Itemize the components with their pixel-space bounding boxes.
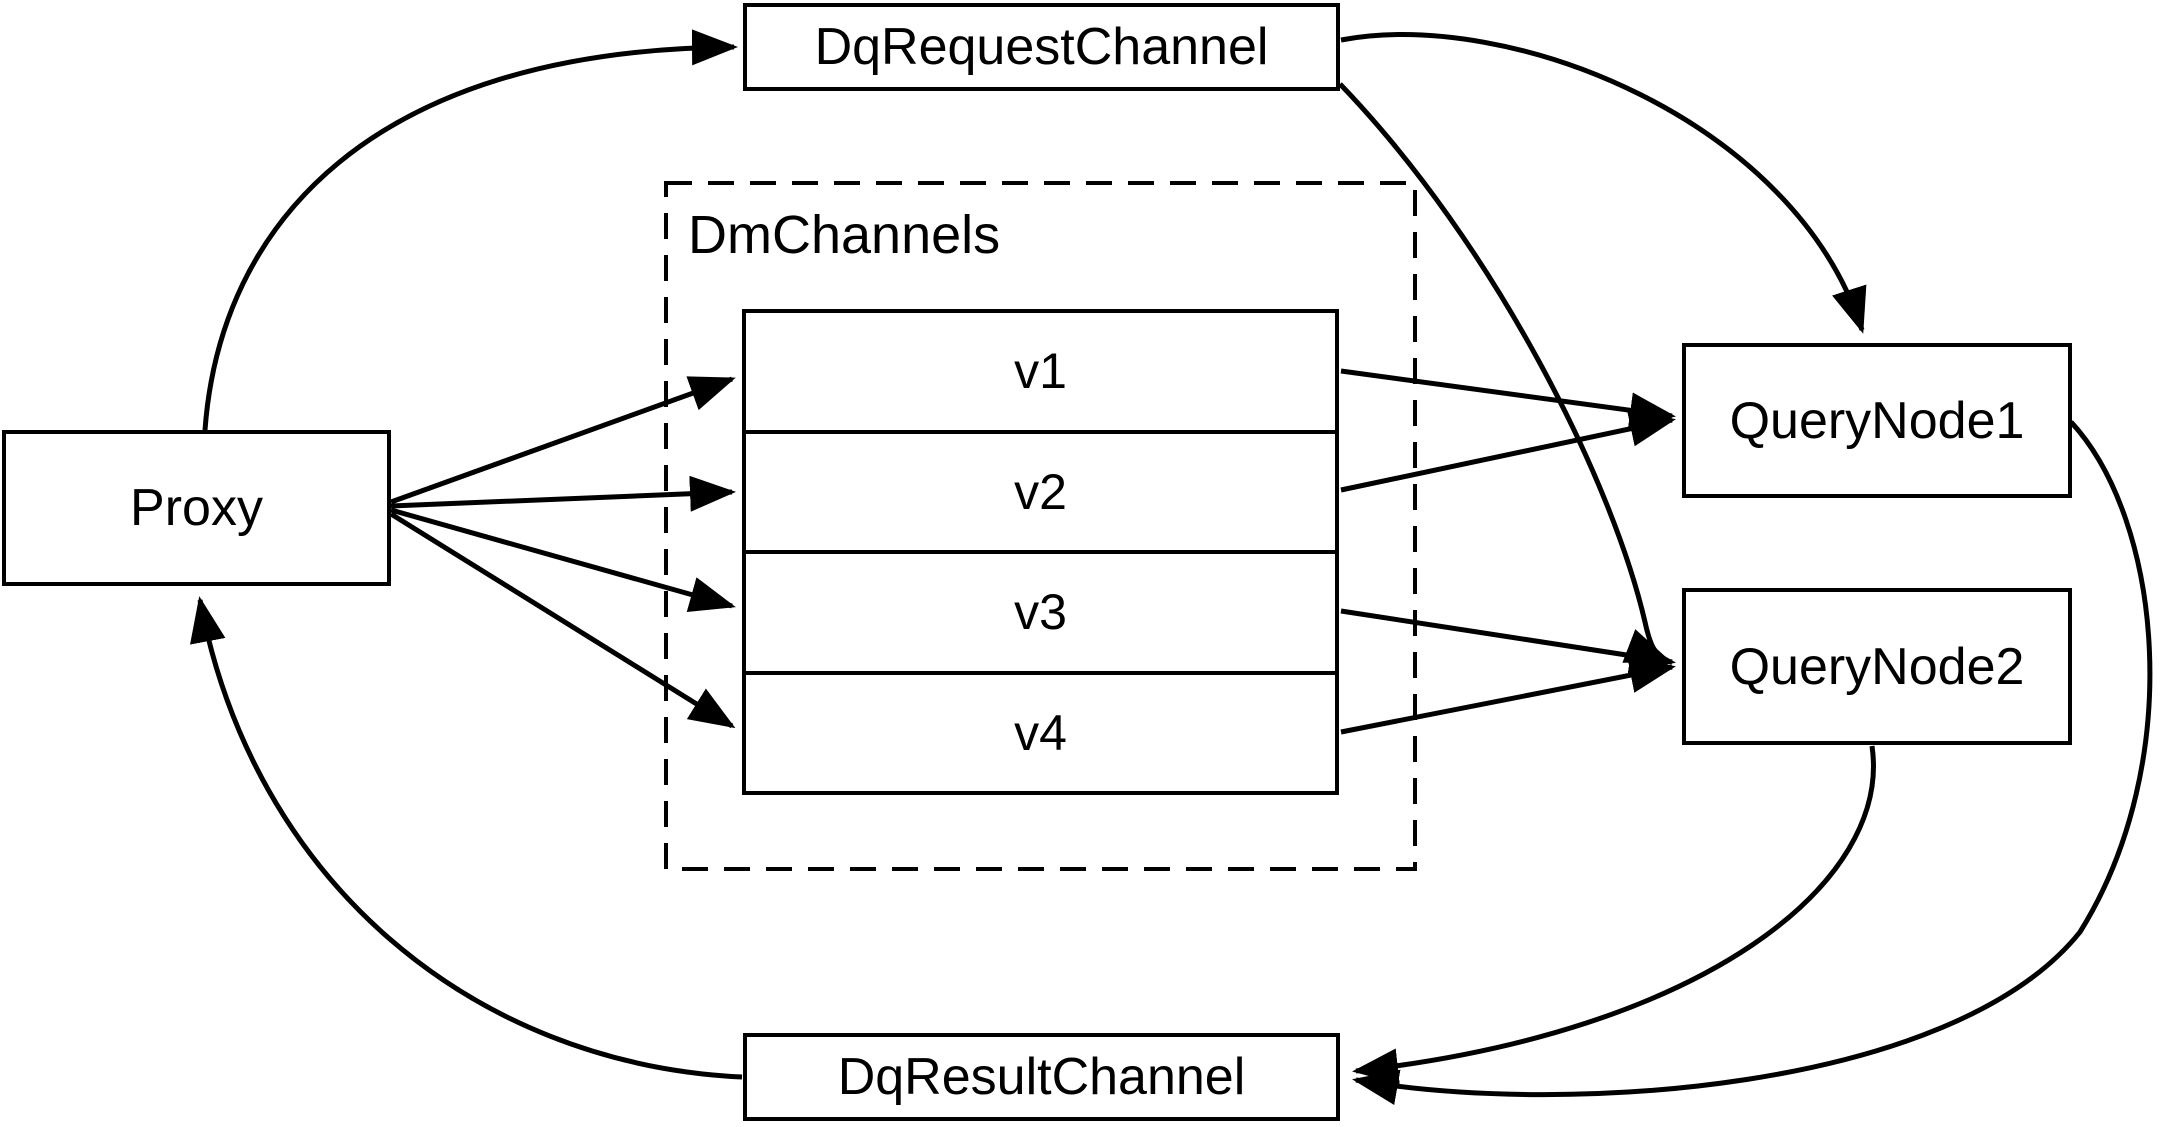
node-proxy: Proxy	[2, 430, 391, 586]
dm-channels-group-label: DmChannels	[688, 205, 1001, 265]
edge-proxy-to-v3	[390, 507, 736, 612]
node-query-node-2-label: QueryNode2	[1729, 637, 2025, 696]
edge-query-node-1-to-dq-result-channel	[1352, 420, 2153, 1106]
edge-v3-to-query-node-2	[1340, 608, 1676, 674]
node-dq-result-channel: DqResultChannel	[743, 1033, 1340, 1121]
edge-v2-to-query-node-1	[1340, 411, 1676, 493]
channel-row-v1: v1	[1014, 343, 1067, 400]
edge-proxy-to-v2	[390, 475, 736, 512]
edge-dq-result-channel-to-proxy	[190, 596, 743, 1080]
edge-v1-to-query-node-1	[1340, 368, 1676, 429]
edge-v4-to-query-node-2	[1340, 657, 1676, 735]
node-query-node-1-label: QueryNode1	[1729, 391, 2025, 450]
channel-row-v2: v2	[746, 429, 1335, 551]
node-query-node-1: QueryNode1	[1682, 343, 2072, 498]
edge-dq-request-channel-to-query-node-2	[1338, 82, 1672, 664]
channel-row-v4: v4	[746, 670, 1335, 792]
node-dq-result-channel-label: DqResultChannel	[837, 1048, 1246, 1106]
edge-query-node-2-to-dq-result-channel	[1352, 745, 1876, 1085]
channel-row-v3: v3	[746, 550, 1335, 671]
edge-proxy-to-v4	[389, 511, 736, 729]
node-dq-request-channel-label: DqRequestChannel	[814, 18, 1269, 76]
dm-channels-table: v1 v2 v3 v4	[742, 309, 1339, 795]
edge-proxy-to-dq-request-channel	[202, 29, 738, 431]
node-proxy-label: Proxy	[130, 479, 263, 537]
edge-dq-request-channel-to-query-node-1	[1340, 32, 1867, 334]
node-dq-request-channel: DqRequestChannel	[743, 3, 1340, 91]
edge-proxy-to-v1	[390, 376, 736, 505]
node-query-node-2: QueryNode2	[1682, 588, 2072, 745]
